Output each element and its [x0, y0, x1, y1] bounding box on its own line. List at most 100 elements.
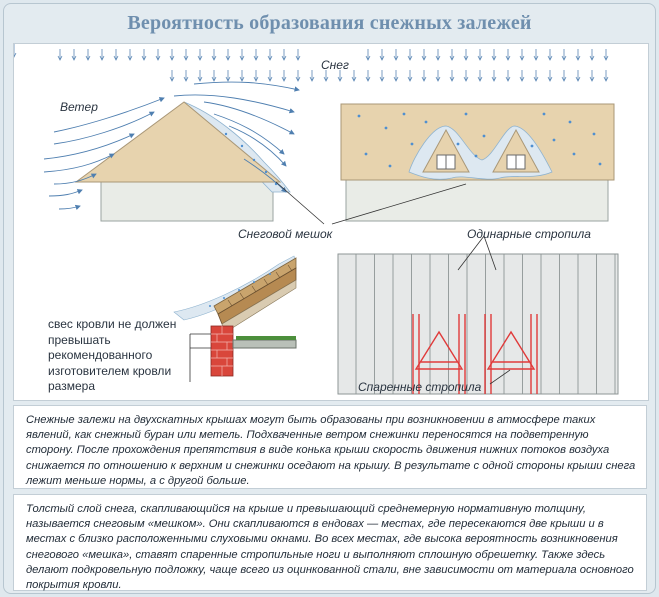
label-snow-bag: Снеговой мешок [238, 227, 333, 241]
snowfall-arrow [281, 49, 287, 61]
snowfall-arrow [309, 70, 315, 82]
snowfall-arrow [113, 49, 119, 61]
snowfall-arrow [239, 70, 245, 82]
house-gable-wind [74, 101, 291, 222]
page-title: Вероятность образования снежных залежей [127, 12, 532, 34]
snowfall-arrow [421, 70, 427, 82]
snowfall-arrow [197, 70, 203, 82]
diagram-panel: Снег Ветер Снеговой мешок Одинарные стро… [13, 43, 649, 401]
snowfall-arrow [435, 49, 441, 61]
snowfall-arrows [14, 44, 17, 58]
snowfall-arrow [575, 70, 581, 82]
snowfall-arrow [519, 70, 525, 82]
snowfall-arrow [253, 70, 259, 82]
snowfall-arrow [491, 70, 497, 82]
snowflake-dot [568, 120, 572, 124]
snowflake-dot [357, 114, 361, 118]
snowfall-arrow [393, 70, 399, 82]
snowfall-arrow [589, 70, 595, 82]
snowfall-arrow [449, 70, 455, 82]
snowfall-arrow [295, 49, 301, 61]
snowflake-dot [530, 144, 534, 148]
text-box-drifts: Снежные залежи на двухскатных крышах мог… [13, 405, 647, 489]
snowfall-arrow [253, 49, 259, 61]
snowflake-dot [592, 132, 596, 136]
snowfall-arrow [407, 70, 413, 82]
snowfall-arrow [169, 49, 175, 61]
snowfall-arrow [211, 49, 217, 61]
snowflake-dot [552, 138, 556, 142]
snowfall-arrow [533, 49, 539, 61]
snowfall-arrow [351, 70, 357, 82]
snowflake-dot [424, 120, 428, 124]
snowflake-dot [598, 162, 602, 166]
diagram-svg [14, 44, 619, 395]
snowfall-arrow [57, 49, 63, 61]
label-wind: Ветер [60, 100, 98, 114]
text-box-snow-bag: Толстый слой снега, скапливающийся на кр… [13, 494, 647, 591]
snowfall-arrow [505, 70, 511, 82]
snowfall-arrow [197, 49, 203, 61]
snow-bag-leaders [275, 181, 467, 225]
rafter-grid [337, 235, 619, 395]
snowfall-arrow [463, 49, 469, 61]
snowfall-arrow [519, 49, 525, 61]
snowfall-arrow [71, 49, 77, 61]
snowfall-arrow [127, 49, 133, 61]
snowfall-arrow [603, 70, 609, 82]
snowfall-arrow [267, 49, 273, 61]
snowfall-arrow [379, 70, 385, 82]
snowfall-arrow [267, 70, 273, 82]
snowfall-arrow [603, 49, 609, 61]
snowfall-arrow [463, 70, 469, 82]
snowfall-arrow [505, 49, 511, 61]
snowfall-row-second [169, 70, 609, 82]
snowflake-dot [464, 112, 468, 116]
snowflake-dot [384, 126, 388, 130]
paired-rafters-red [412, 314, 538, 394]
snowfall-arrow [183, 70, 189, 82]
snowflake-dot [542, 112, 546, 116]
label-paired-rafters: Спаренные стропила [358, 380, 482, 394]
snowfall-arrow [547, 70, 553, 82]
snowfall-arrow [379, 49, 385, 61]
snowfall-arrow [323, 70, 329, 82]
snowfall-arrow [365, 49, 371, 61]
snowfall-arrow [477, 70, 483, 82]
snowfall-arrow [435, 70, 441, 82]
snowflake-dot [388, 164, 392, 168]
snowfall-arrow [575, 49, 581, 61]
infographic-frame: Вероятность образования снежных залежей [3, 3, 656, 594]
snowfall-arrow [225, 49, 231, 61]
snowfall-arrow [239, 49, 245, 61]
snowfall-arrow [99, 49, 105, 61]
snowflake-dot [572, 152, 576, 156]
snowfall-arrow [393, 49, 399, 61]
label-single-rafters: Одинарные стропила [467, 227, 591, 241]
snowfall-arrow [183, 49, 189, 61]
snowflake-dot [402, 112, 406, 116]
snowfall-arrow [211, 70, 217, 82]
paragraph-drifts: Снежные залежи на двухскатных крышах мог… [26, 414, 636, 487]
snowfall-arrow [337, 70, 343, 82]
snowfall-arrow [155, 49, 161, 61]
snowfall-arrow [533, 70, 539, 82]
snowfall-arrow [449, 49, 455, 61]
snowfall-arrow [281, 70, 287, 82]
label-overhang-note: свес кровли не должен превышать рекоменд… [48, 317, 177, 393]
snowfall-arrow [407, 49, 413, 61]
label-snow: Снег [321, 58, 349, 72]
house-dormers [340, 103, 615, 222]
snowfall-row-top [57, 49, 609, 61]
snowfall-arrow [225, 70, 231, 82]
snowfall-arrow [421, 49, 427, 61]
snowfall-arrow [169, 70, 175, 82]
paragraph-snow-bag: Толстый слой снега, скапливающийся на кр… [26, 503, 634, 592]
snowfall-arrow [85, 49, 91, 61]
snowfall-arrow [141, 49, 147, 61]
snowfall-arrow [491, 49, 497, 61]
wind-arrows [43, 81, 300, 210]
snowfall-arrow [561, 49, 567, 61]
snowfall-arrow [589, 49, 595, 61]
snowflake-dot [364, 152, 368, 156]
